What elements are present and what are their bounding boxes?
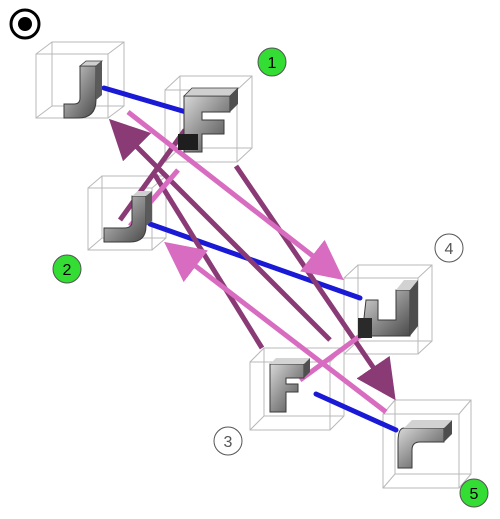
label-5: 5 [459, 478, 489, 508]
blue-rod-3 [313, 391, 399, 433]
letter-j-shape-right [358, 280, 418, 338]
arrow-pink-4 [298, 333, 362, 383]
label-5-text: 5 [470, 486, 479, 503]
label-1: 1 [257, 47, 287, 77]
letter-f-shape-bottom [269, 358, 310, 413]
label-2-text: 2 [63, 262, 72, 279]
label-2: 2 [52, 254, 82, 284]
view-toggle-icon[interactable] [9, 8, 41, 40]
letter-j-shape-bottom [397, 420, 452, 469]
label-3-text: 3 [224, 434, 233, 451]
label-4-text: 4 [445, 241, 454, 258]
arrow-pink-2 [164, 241, 388, 414]
label-4: 4 [434, 233, 464, 263]
arrow-pink-1 [126, 110, 344, 281]
box-j-bottom [382, 399, 472, 489]
blue-rod-1 [101, 85, 189, 115]
letter-j-shape-top [63, 60, 104, 119]
letter-f-shape-top [178, 87, 239, 153]
arrow-purple-up [108, 118, 332, 342]
label-3: 3 [213, 426, 243, 456]
blue-rod-2 [147, 221, 363, 301]
arrow-purple-down-c [152, 173, 265, 350]
label-1-text: 1 [268, 55, 277, 72]
letter-j-shape-mid [103, 191, 152, 243]
